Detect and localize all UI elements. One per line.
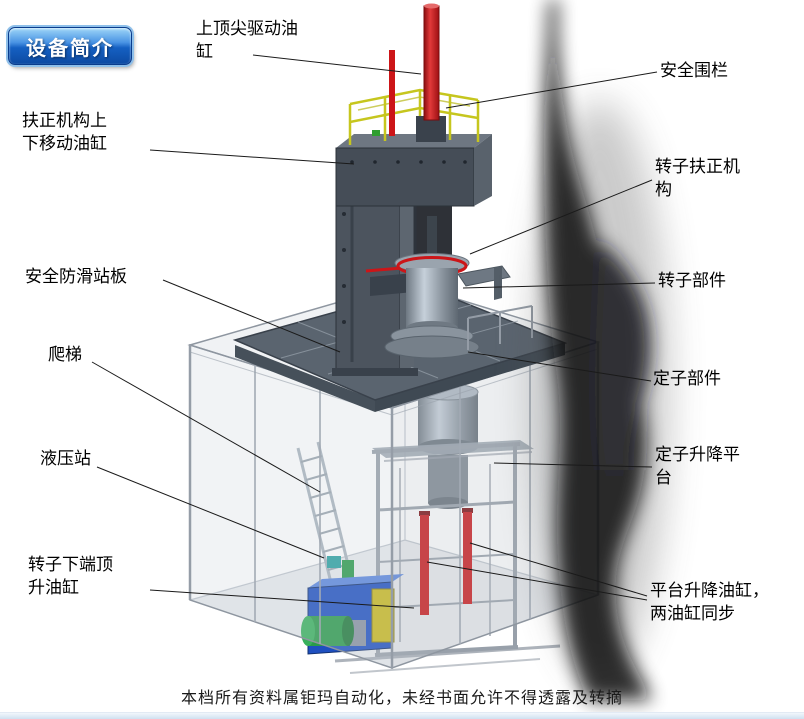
callout-rotor-part: 转子部件 bbox=[658, 271, 726, 290]
callout-centering-cylinder: 扶正机构上 下移动油缸 bbox=[22, 111, 107, 153]
callout-stator-lift-platform: 定子升降平 台 bbox=[655, 445, 740, 487]
title-badge-label: 设备简介 bbox=[26, 37, 114, 60]
top-drive-cylinder bbox=[389, 3, 446, 142]
bottom-edge-strip bbox=[0, 712, 804, 719]
rotor-assembly bbox=[365, 216, 533, 359]
callout-ladder: 爬梯 bbox=[48, 345, 82, 364]
copyright-notice: 本档所有资料属钜玛自动化，未经书面允许不得透露及转摘 bbox=[180, 690, 623, 707]
callout-antislip-plate: 安全防滑站板 bbox=[25, 267, 127, 286]
callout-rotor-bottom-cylinder: 转子下端顶 升油缸 bbox=[28, 555, 113, 597]
smoke-shadow bbox=[530, 0, 670, 700]
callout-hydraulic-station: 液压站 bbox=[40, 449, 91, 468]
title-badge: 设备简介 bbox=[8, 27, 132, 65]
callout-stator-part: 定子部件 bbox=[653, 369, 721, 388]
platform-lift-cylinders bbox=[419, 508, 473, 615]
callout-safety-fence: 安全围栏 bbox=[660, 61, 728, 80]
safety-railing bbox=[348, 88, 480, 145]
callout-top-drive-cylinder: 上顶尖驱动油 缸 bbox=[196, 19, 298, 61]
hydraulic-station-unit bbox=[301, 556, 404, 655]
callout-platform-lift-cylinders: 平台升降油缸， 两油缸同步 bbox=[650, 581, 769, 623]
stator-assembly bbox=[417, 383, 479, 509]
callout-rotor-centering: 转子扶正机 构 bbox=[655, 157, 740, 199]
